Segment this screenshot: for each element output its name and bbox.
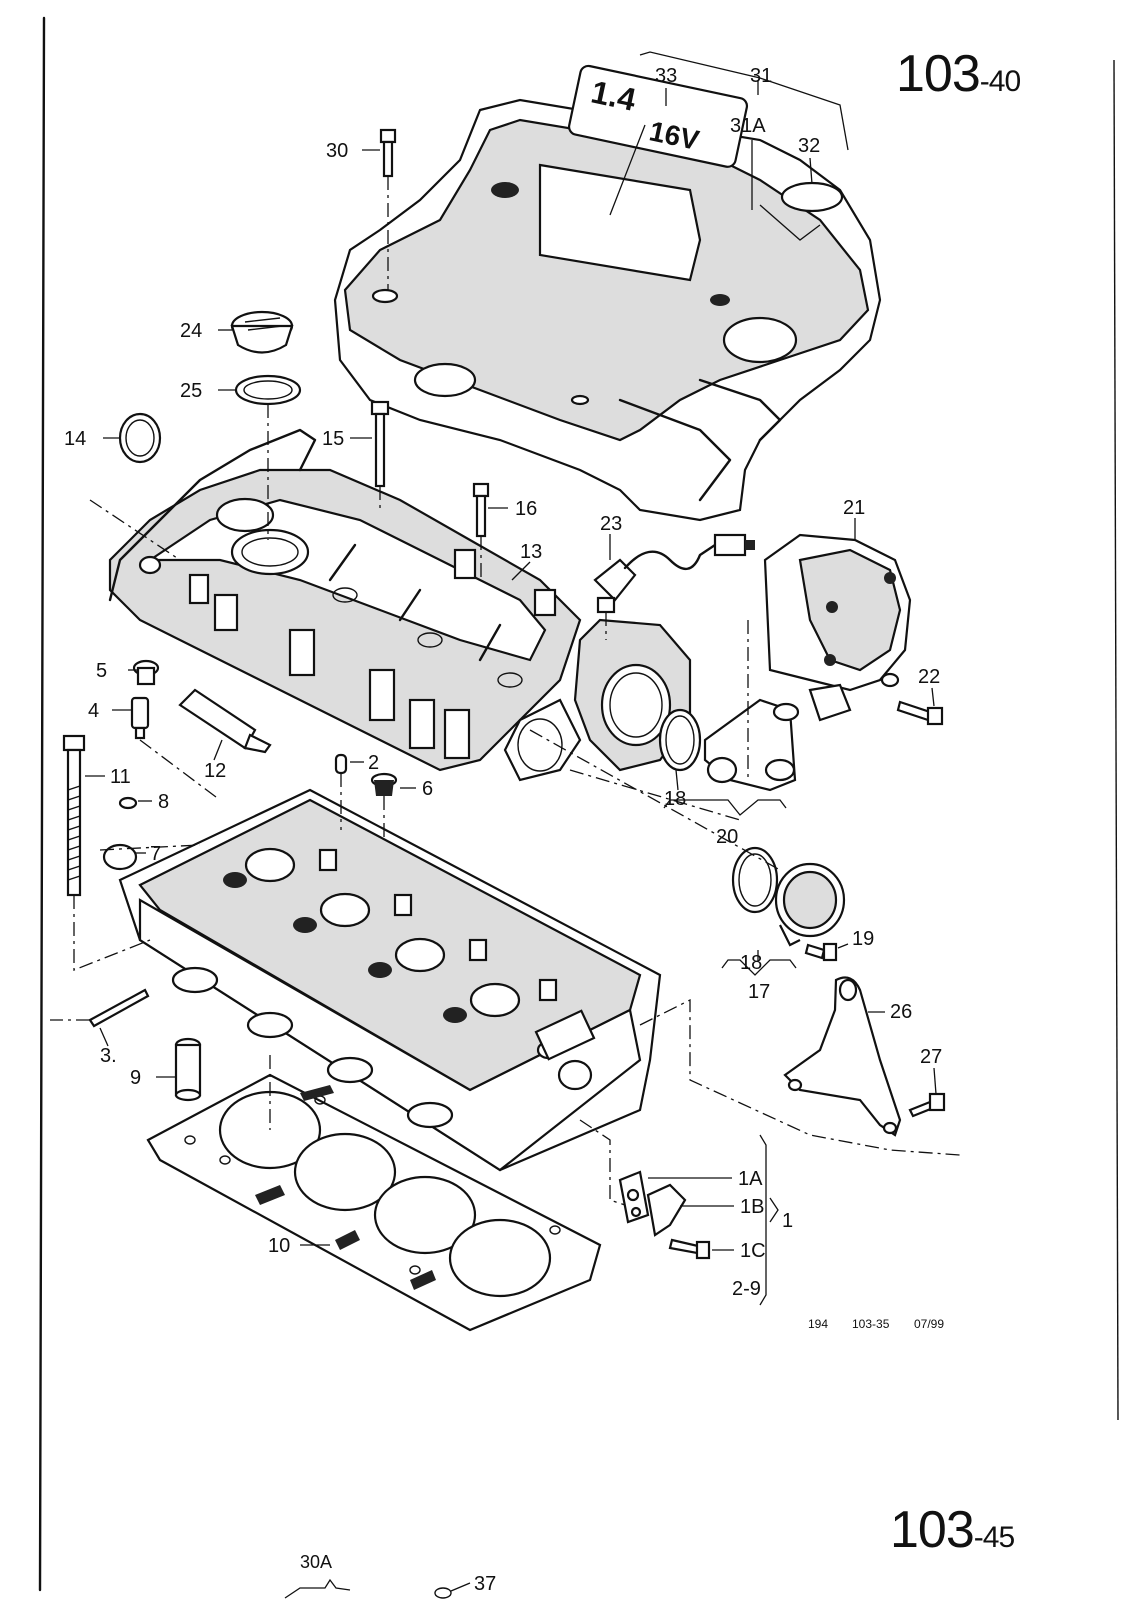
o-ring-18-upper [658, 708, 702, 772]
right-margin-line [1113, 59, 1119, 1421]
callout-30A-bracket [284, 1578, 351, 1599]
page-number-top-sub: -40 [979, 65, 1021, 98]
callout-10: 10 [268, 1235, 290, 1257]
callout-24: 24 [180, 320, 202, 342]
sleeve-9 [174, 1037, 202, 1102]
callout-13: 13 [520, 541, 542, 563]
stud-3 [88, 988, 150, 1028]
callout-21: 21 [843, 497, 865, 519]
sensor-connector [713, 533, 747, 557]
throttle-actuator [763, 533, 912, 722]
callout-18-lower: 18 [740, 952, 762, 974]
callout-16: 16 [515, 498, 537, 520]
actuator-bolt-22 [896, 700, 944, 726]
callout-30: 30 [326, 140, 348, 162]
callout-33: 33 [655, 65, 677, 87]
bracket-bolt-27 [908, 1092, 946, 1118]
plug-6 [370, 772, 398, 796]
callout-1C: 1C [740, 1240, 766, 1262]
housing-bolt-16 [472, 482, 490, 580]
temperature-sensor [593, 533, 755, 614]
oil-filler-cap [230, 310, 294, 354]
intake-flange [503, 698, 582, 782]
callout-32: 32 [798, 135, 820, 157]
callout-6: 6 [422, 778, 433, 800]
bolt-1C [668, 1238, 711, 1260]
page-number-bottom-sub: -45 [973, 1521, 1015, 1554]
callout-23: 23 [600, 513, 622, 535]
o-ring-18-lower [731, 846, 779, 914]
callout-20: 20 [716, 826, 738, 848]
cylinder-head [118, 788, 662, 1172]
cover-cap-opening [722, 316, 798, 364]
page-number-top: 103-40 [896, 44, 1021, 104]
plate-1A [618, 1170, 650, 1224]
camshaft-housing [108, 468, 582, 772]
housing-bolt-15 [370, 400, 390, 510]
callout-1B: 1B [740, 1196, 764, 1218]
callout-14: 14 [64, 428, 86, 450]
footer-code-1: 194 [808, 1317, 828, 1331]
callout-17: 17 [748, 981, 770, 1003]
callout-15: 15 [322, 428, 344, 450]
oil-filler-opening [230, 528, 310, 576]
callout-2-9: 2-9 [732, 1278, 761, 1300]
callout-37: 37 [474, 1573, 496, 1595]
housing-gasket [108, 428, 317, 602]
callout-3: 3. [100, 1045, 117, 1067]
head-bolt-11 [62, 734, 151, 971]
callout-8: 8 [158, 791, 169, 813]
left-margin-line [38, 16, 46, 1592]
callout-4: 4 [88, 700, 99, 722]
callout-25: 25 [180, 380, 202, 402]
engine-badge: 1.4 16V [567, 64, 749, 168]
page-number-top-main: 103 [896, 45, 981, 103]
egr-valve-assembly [703, 698, 800, 792]
callout-12: 12 [204, 760, 226, 782]
callout-22: 22 [918, 666, 940, 688]
callout-2: 2 [368, 752, 379, 774]
page-number-bottom: 103-45 [890, 1500, 1015, 1560]
callout-5: 5 [96, 660, 107, 682]
sealant-tube-12 [178, 688, 272, 754]
callout-9: 9 [130, 1067, 141, 1089]
oil-cap-gasket [234, 374, 302, 406]
cover-bolt-19 [804, 942, 838, 962]
callout-27: 27 [920, 1046, 942, 1068]
callout-31A: 31A [730, 115, 766, 137]
cap-7 [102, 843, 138, 871]
plate-1B [646, 1183, 687, 1237]
dowel-2 [334, 753, 348, 775]
callout-31: 31 [750, 65, 772, 87]
footer-code-3: 07/99 [914, 1317, 944, 1331]
callout-7: 7 [150, 843, 161, 865]
callout-1A: 1A [738, 1168, 763, 1190]
pin-8 [118, 796, 138, 810]
callout-11: 11 [110, 766, 131, 788]
cover-plate-17 [774, 862, 846, 947]
callout-1: 1 [782, 1210, 793, 1232]
valve-4 [130, 696, 150, 740]
part-37-head [434, 1587, 452, 1599]
head-gasket [146, 1073, 602, 1332]
callout-18-upper: 18 [664, 788, 686, 810]
engine-cover [333, 98, 882, 522]
page-number-bottom-main: 103 [890, 1501, 975, 1559]
cover-cap [780, 181, 844, 213]
callout-30A: 30A [300, 1552, 332, 1572]
cover-bolt [379, 128, 397, 290]
callout-19: 19 [852, 928, 874, 950]
throttle-body [573, 618, 692, 772]
footer-code-2: 103-35 [852, 1317, 890, 1331]
cover-hole [491, 182, 519, 198]
badge-plate [567, 64, 749, 168]
plug-5 [132, 659, 160, 686]
callout-26: 26 [890, 1001, 912, 1023]
mounting-bracket [783, 976, 902, 1137]
